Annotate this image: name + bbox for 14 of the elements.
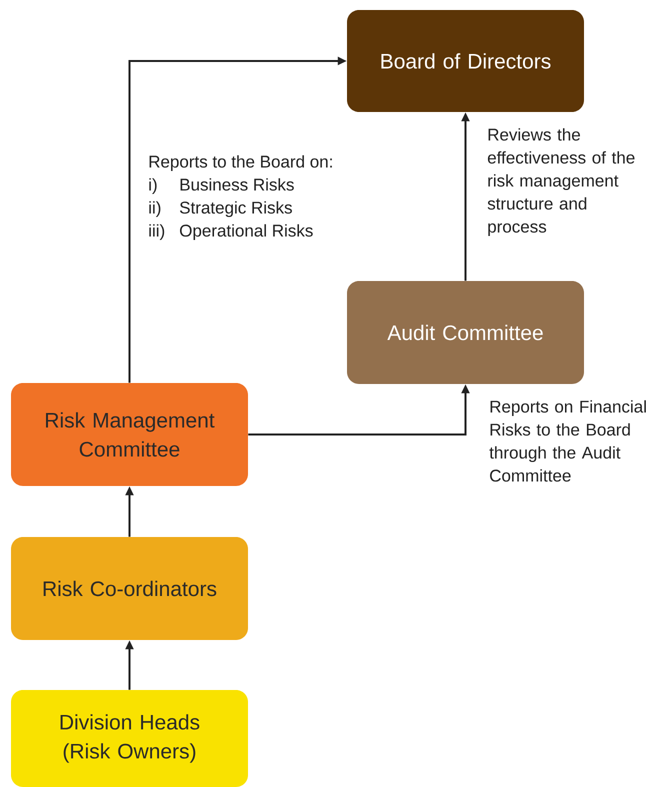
edge-label: Reports on Financial Risks to the Board through the Audit Committee (489, 400, 646, 482)
annotation-text: iii) (149, 224, 164, 240)
annotation-text: Reports to the Board on: (150, 155, 332, 172)
process-box: Risk Management Committee (11, 383, 248, 486)
process-box: Board of Directors (347, 10, 584, 112)
annotation-text: ii) (149, 201, 160, 218)
edge-label: Reviews the effectiveness of the risk management structure and process (488, 128, 634, 236)
process-box: Audit Committee (347, 281, 584, 384)
process-box: Risk Co-ordinators (11, 537, 248, 640)
process-box: Division Heads (Risk Owners) (11, 690, 248, 787)
annotation-text: Operational Risks (180, 224, 313, 240)
annotation-text: i) (149, 178, 157, 194)
annotation-text: Strategic Risks (180, 201, 292, 218)
annotation-text: Business Risks (180, 178, 294, 191)
